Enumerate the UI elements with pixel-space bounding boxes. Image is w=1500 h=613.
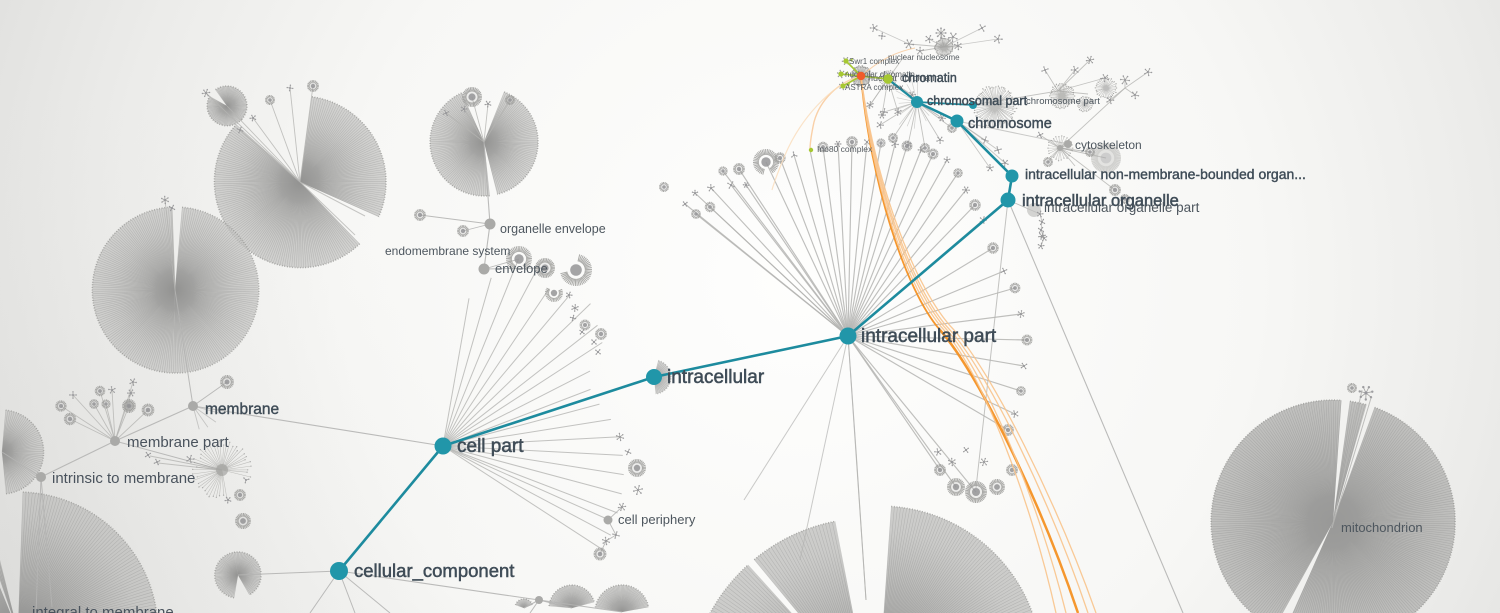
svg-text:nuclear nucleosome: nuclear nucleosome — [888, 53, 960, 62]
svg-text:cellular_component: cellular_component — [354, 560, 514, 582]
svg-text:ASTRA complex: ASTRA complex — [845, 83, 903, 92]
svg-text:chromosome part: chromosome part — [1026, 96, 1100, 107]
svg-text:membrane: membrane — [205, 401, 279, 418]
svg-text:cytoskeleton: cytoskeleton — [1075, 138, 1142, 152]
svg-text:mitochondrion: mitochondrion — [1341, 520, 1423, 535]
svg-text:envelope: envelope — [495, 261, 548, 276]
svg-text:nucleolar chromatin: nucleolar chromatin — [845, 70, 915, 79]
svg-text:integral to membrane: integral to membrane — [32, 604, 174, 613]
svg-text:cell part: cell part — [457, 436, 524, 457]
svg-text:cell periphery: cell periphery — [618, 512, 696, 527]
svg-text:Swr1 complex: Swr1 complex — [849, 57, 899, 66]
svg-text:intracellular organelle part: intracellular organelle part — [1044, 200, 1200, 215]
svg-text:intracellular non-membrane-bou: intracellular non-membrane-bounded organ… — [1025, 166, 1306, 182]
svg-text:chromosomal part: chromosomal part — [927, 94, 1028, 108]
svg-text:organelle envelope: organelle envelope — [500, 222, 606, 236]
svg-text:intracellular organelle: intracellular organelle — [1022, 192, 1179, 210]
svg-text:Ino80 complex: Ino80 complex — [817, 144, 873, 154]
svg-text:nuclear chromatin: nuclear chromatin — [868, 73, 940, 83]
svg-text:intracellular: intracellular — [667, 367, 765, 388]
svg-text:membrane part: membrane part — [127, 434, 230, 451]
svg-text:chromosome: chromosome — [968, 116, 1052, 132]
svg-text:intracellular part: intracellular part — [861, 326, 997, 347]
svg-text:chromatin: chromatin — [902, 71, 957, 85]
svg-text:endomembrane system: endomembrane system — [385, 244, 510, 258]
svg-text:intrinsic to membrane: intrinsic to membrane — [52, 470, 195, 487]
